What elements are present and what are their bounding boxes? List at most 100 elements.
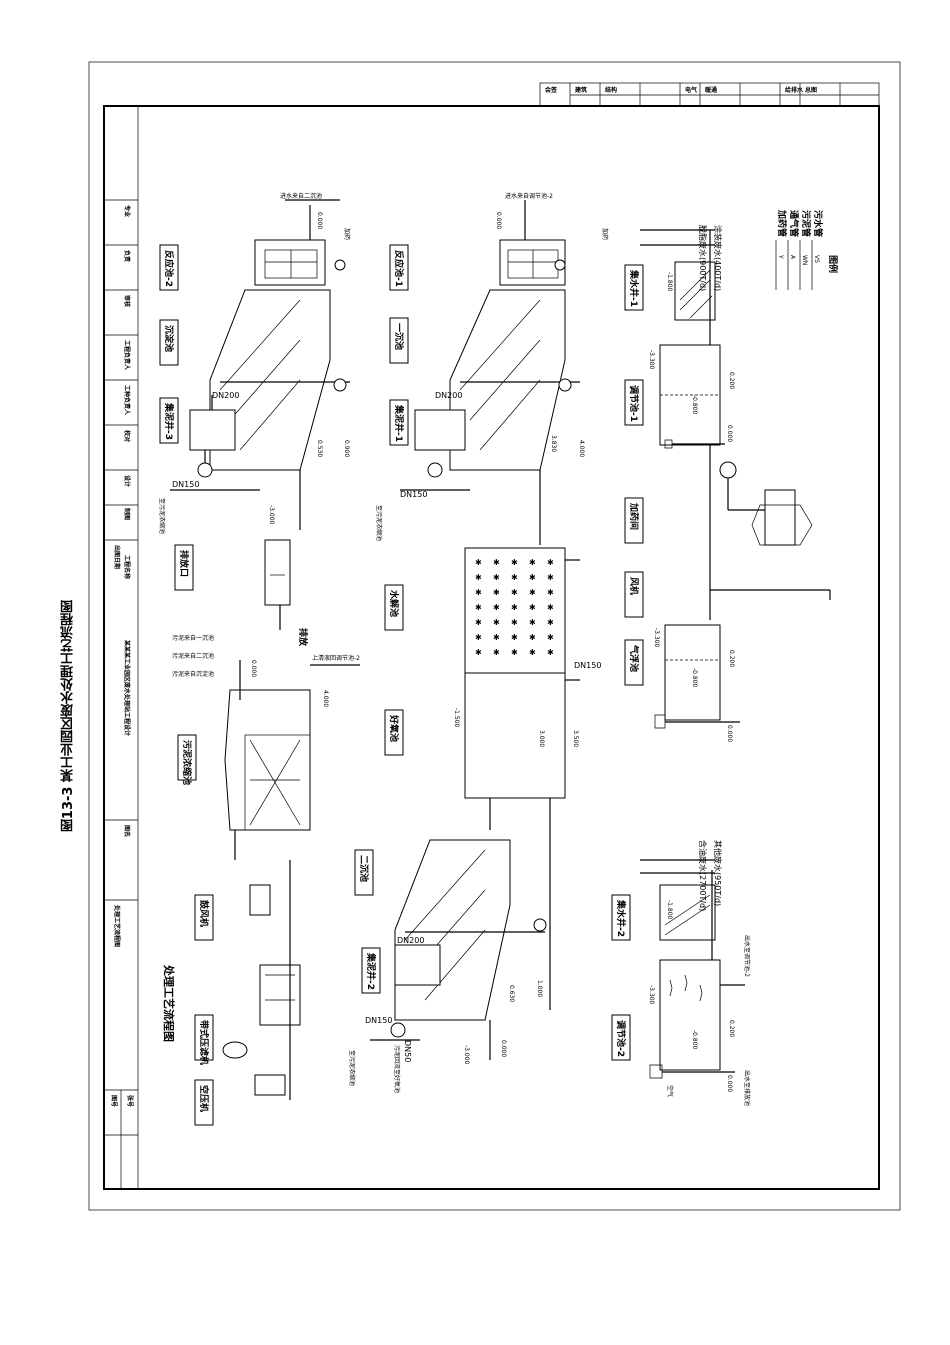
drawing-annotation: 处理工艺流程图 [162,964,176,1042]
aerator-icon: ✱ [547,558,554,567]
unit-label-box [361,947,381,994]
outer-frame [88,61,901,1211]
aerator-icon: ✱ [529,588,536,597]
unit-hydrolysis: 水解池 [388,590,400,617]
unit-sed2: 二沉池 [358,855,370,882]
unit-label-box [194,894,214,941]
aerator-icon: ✱ [547,573,554,582]
drawing-annotation: -3.300 [648,985,655,1005]
drawing-annotation: 0.000 [495,212,502,229]
unit-collect2: 集水井-2 [615,899,627,937]
drawing-annotation: 脱脂废水(900T/d) [698,225,708,291]
unit-label-box [389,317,409,364]
aerator-icon: ✱ [475,603,482,612]
drawing-annotation: -3.000 [463,1045,470,1065]
title-block-row-label: 设计 [123,475,131,487]
aerator-icon: ✱ [493,558,500,567]
drawing-annotation: 出水至调节池-2 [743,935,751,977]
unit-sed_mid: 沉淀池 [163,325,175,352]
unit-label-box [174,544,194,591]
title-block-row-label: 工种负责人 [123,385,131,416]
legend-code: VS [813,255,820,263]
project-name: 某某某工业园区废水处理站工程设计 [123,640,131,736]
drawing-annotation: 0.200 [728,1020,735,1037]
drawing-annotation: -0.800 [691,395,698,415]
unit-label-box [159,319,179,366]
drawing-annotation: 0.200 [728,372,735,389]
drawing-annotation: 污泥来自沉淀池 [172,670,214,678]
unit-aeration: 好氧池 [388,714,400,742]
aerator-icon: ✱ [547,603,554,612]
drawing-annotation: 污泥来自一沉池 [172,634,214,642]
aerator-icon: ✱ [529,573,536,582]
title-block-row-label: 审核 [123,295,131,307]
unit-reaction2: 反应池-2 [163,250,175,287]
aerator-icon: ✱ [511,648,518,657]
unit-label-box [384,709,404,756]
project-name-label: 工程名称 [123,555,131,579]
legend-name: 污水管 [812,210,824,237]
unit-fan: 风机 [628,577,640,595]
aerator-icon: ✱ [493,573,500,582]
drawing-annotation: 出水至排放池 [743,1070,751,1106]
aerator-icon: ✱ [493,618,500,627]
drawing-annotation: 进水来自调节池-2 [505,192,553,200]
title-block-row-label: 负责 [123,250,131,262]
title-block-row-label: 校对 [123,430,131,442]
drawing-annotation: 4.000 [322,690,329,707]
unit-reaction1: 反应池-1 [393,250,405,287]
drawing-annotation: 至污泥浓缩池 [375,505,383,541]
aerator-icon: ✱ [529,633,536,642]
drawing-annotation: DN50 [403,1040,412,1062]
aerator-icon: ✱ [547,588,554,597]
unit-label-box [389,244,409,291]
countersign-cell: 会签 [545,86,558,94]
unit-label-box [177,734,197,781]
aerator-icon: ✱ [529,648,536,657]
aerator-icon: ✱ [529,558,536,567]
drawing-number-label: 图号 [110,1095,118,1107]
unit-outlet: 排放口 [178,550,190,577]
sheet-label: 张号 [126,1095,134,1107]
unit-label-box [159,397,179,444]
drawing-annotation: 0.000 [726,425,733,442]
drawing-name: 处理工艺流程图 [113,904,121,947]
drawing-annotation: 进水来自二沉池 [280,192,322,200]
unit-sludge_tank: 污泥浓缩池 [181,740,193,785]
drawing-annotation: -3.300 [653,628,660,648]
aerator-icon: ✱ [547,633,554,642]
drawing-annotation: 0.000 [316,212,323,229]
drawing-annotation: 空气 [666,1085,674,1097]
countersign-cell: 建筑 [575,86,587,94]
drawing-annotation: DN150 [172,480,199,489]
title-block-row-label: 专业 [123,205,131,217]
aerator-icon: ✱ [511,558,518,567]
drawing-annotation: 涂装废水(400T/d) [713,225,723,291]
drawing-annotation: 加药 [601,228,609,240]
drawing-annotation: 3.830 [550,435,557,452]
drawing-annotation: 0.000 [250,660,257,677]
drawing-annotation: 含油废水(2700T/d) [698,840,708,911]
inflow-section-1 [640,229,831,729]
drawing-annotation: 0.000 [726,1075,733,1092]
drawing-name-label: 图名 [123,825,131,837]
drawing-annotation: 0.530 [316,440,323,457]
countersign-cell: 结构 [605,86,617,94]
drawing-annotation: -0.800 [691,1030,698,1050]
aerator-icon: ✱ [475,588,482,597]
inflow-section-2 [640,859,745,1079]
title-block-row-label: 工程负责人 [123,340,131,371]
aerator-icon: ✱ [511,618,518,627]
legend-name: 加药管 [776,209,788,237]
drawing-annotation: 0.000 [500,1040,507,1057]
drawing-annotation: -0.800 [691,668,698,688]
drawing-annotation: -3.300 [648,350,655,370]
aerator-icon: ✱ [493,633,500,642]
legend-code: Y [777,254,784,259]
unit-label-box [624,639,644,686]
drawing-annotation: 污泥回流至好氧池 [393,1045,401,1093]
unit-label-box [194,1014,214,1061]
drawing-annotation: 3.500 [572,730,579,747]
unit-dosing: 加药间 [628,502,640,530]
biological-tanks: ✱✱✱✱✱✱✱✱✱✱✱✱✱✱✱✱✱✱✱✱✱✱✱✱✱✱✱✱✱✱✱✱✱✱✱ [464,547,580,1010]
